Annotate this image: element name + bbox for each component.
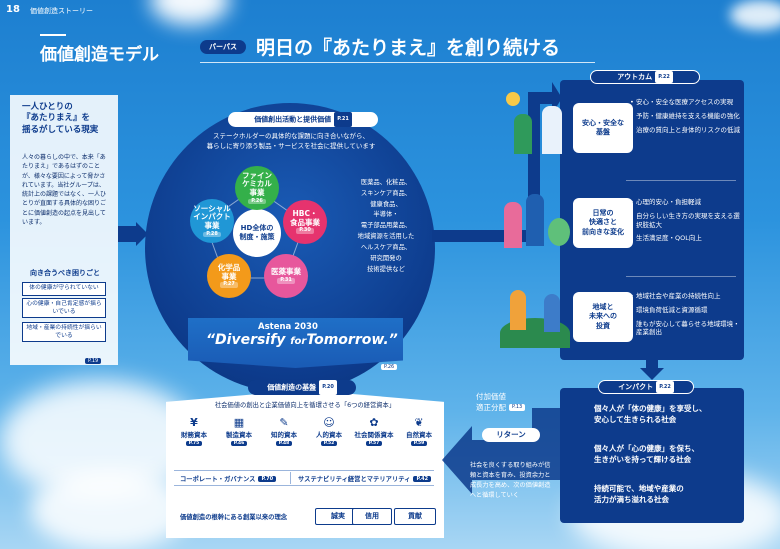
core-center-circle: HD全体の制度・施策 [233,209,281,257]
issue-box-3: 地域・産業の持続性が揺らいでいる [22,322,106,342]
impact-panel [560,388,744,523]
core-subtitle: ステークホルダーの具体的な課題に向き合いながら、 暮らしに寄り添う製品・サービス… [206,132,376,150]
purpose-underline [200,62,595,63]
illustration-row-3 [496,284,576,356]
outcome-list-1: 安心・安全な医療アクセスの実現 予防・健康維持を支える機能の強化 治療の質向上と… [630,98,742,139]
list-item: 自分らしい生き方の実現を支える選択肢拡大 [630,212,742,230]
vision-ref: P.26 [378,356,398,375]
list-item: 治療の質向上と身体的リスクの低減 [630,126,742,135]
vision-title: Astena 2030 [258,322,318,332]
list-item: 環境負荷低減と資源循環 [630,306,742,315]
left-arrow [118,222,148,246]
return-arrow [442,408,560,494]
page-number: 18 [6,4,20,15]
governance-bar [174,470,434,486]
page-title: 価値創造モデル [40,45,159,65]
values-label: 価値創造の根幹にある創業以来の理念 [180,514,288,521]
value-contribution: 貢献 [394,508,436,525]
list-item: 安心・安全な医療アクセスの実現 [630,98,742,107]
down-arrow [640,360,664,380]
illustration-row-2 [496,188,576,260]
leaf-icon: ❦ [414,416,424,429]
foundation-subtitle: 社会価値の創出と企業価値向上を循環させる「6つの経営資本」 [214,402,396,409]
purpose-badge: パーパス [200,40,246,54]
section-title: 価値創造ストーリー [30,7,93,15]
governance-divider [290,472,291,484]
yen-icon: ¥ [190,416,198,429]
value-trust: 信用 [352,508,392,525]
outcome-divider-1 [626,180,736,181]
list-item: 心理的安心・負担軽減 [630,198,742,207]
purpose-statement: 明日の『あたりまえ』を創り続ける [256,37,561,59]
issue-box-1: 体の健康が守られていない [22,282,106,296]
list-item: 予防・健康維持を支える機能の強化 [630,112,742,121]
vision-panel [188,318,403,368]
title-rule [40,34,66,36]
products-list: 医薬品、化粧品、スキンケア商品、健康食品、 半導体・電子部品用薬品、地域資源を活… [357,179,415,273]
outcome-category-2: 日常の快適さと前向きな変化 [573,198,633,248]
list-item: 地域社会や産業の持続性向上 [630,292,742,301]
vision-slogan: “Diversify forTomorrow.” [206,332,398,348]
outcome-category-1: 安心・安全な基盤 [573,103,633,153]
left-body: 人々の暮らしの中で、本来「あたりまえ」であるはずのことが、様々な要因によって脅か… [22,154,107,227]
issues-title: 向き合うべき困りごと [30,269,100,277]
pen-icon: ✎ [279,416,289,429]
return-text: 社会を良くする取り組みが信頼と資本を育み、投資余力と成長力を高め、次の価値創造へ… [470,462,551,499]
outcome-list-3: 地域社会や産業の持続性向上 環境負荷低減と資源循環 誰もが安心して暮らせる地域環… [630,292,742,342]
impact-item-2: 個々人が「心の健康」を保ち、生きがいを持って輝ける社会 [594,444,699,464]
illustration-row-1 [496,92,576,164]
left-page-ref: P.19 [82,350,102,369]
impact-item-3: 持続可能で、地域や産業の活力が満ち溢れる社会 [594,484,684,504]
list-item: 生活満足度・QOL向上 [630,234,742,243]
outcome-category-3: 地域と未来への投資 [573,292,633,342]
issue-box-2: 心の健康・自己肯定感が揺らいでいる [22,298,106,318]
people-icon: ☺ [323,416,335,429]
list-item: 誰もが安心して暮らせる地域環境・産業創出 [630,320,742,338]
outcome-list-2: 心理的安心・負担軽減 自分らしい生き方の実現を支える選択肢拡大 生活満足度・QO… [630,198,742,248]
impact-item-1: 個々人が「体の健康」を享受し、安心して生きられる社会 [594,404,707,424]
factory-icon: ▦ [233,416,245,429]
left-panel [10,95,118,365]
left-heading: 一人ひとりの 『あたりまえ』を 揺るがしている現実 [22,102,99,135]
return-label: リターン [482,428,540,442]
handshake-icon: ✿ [369,416,379,429]
outcome-divider-2 [626,276,736,277]
